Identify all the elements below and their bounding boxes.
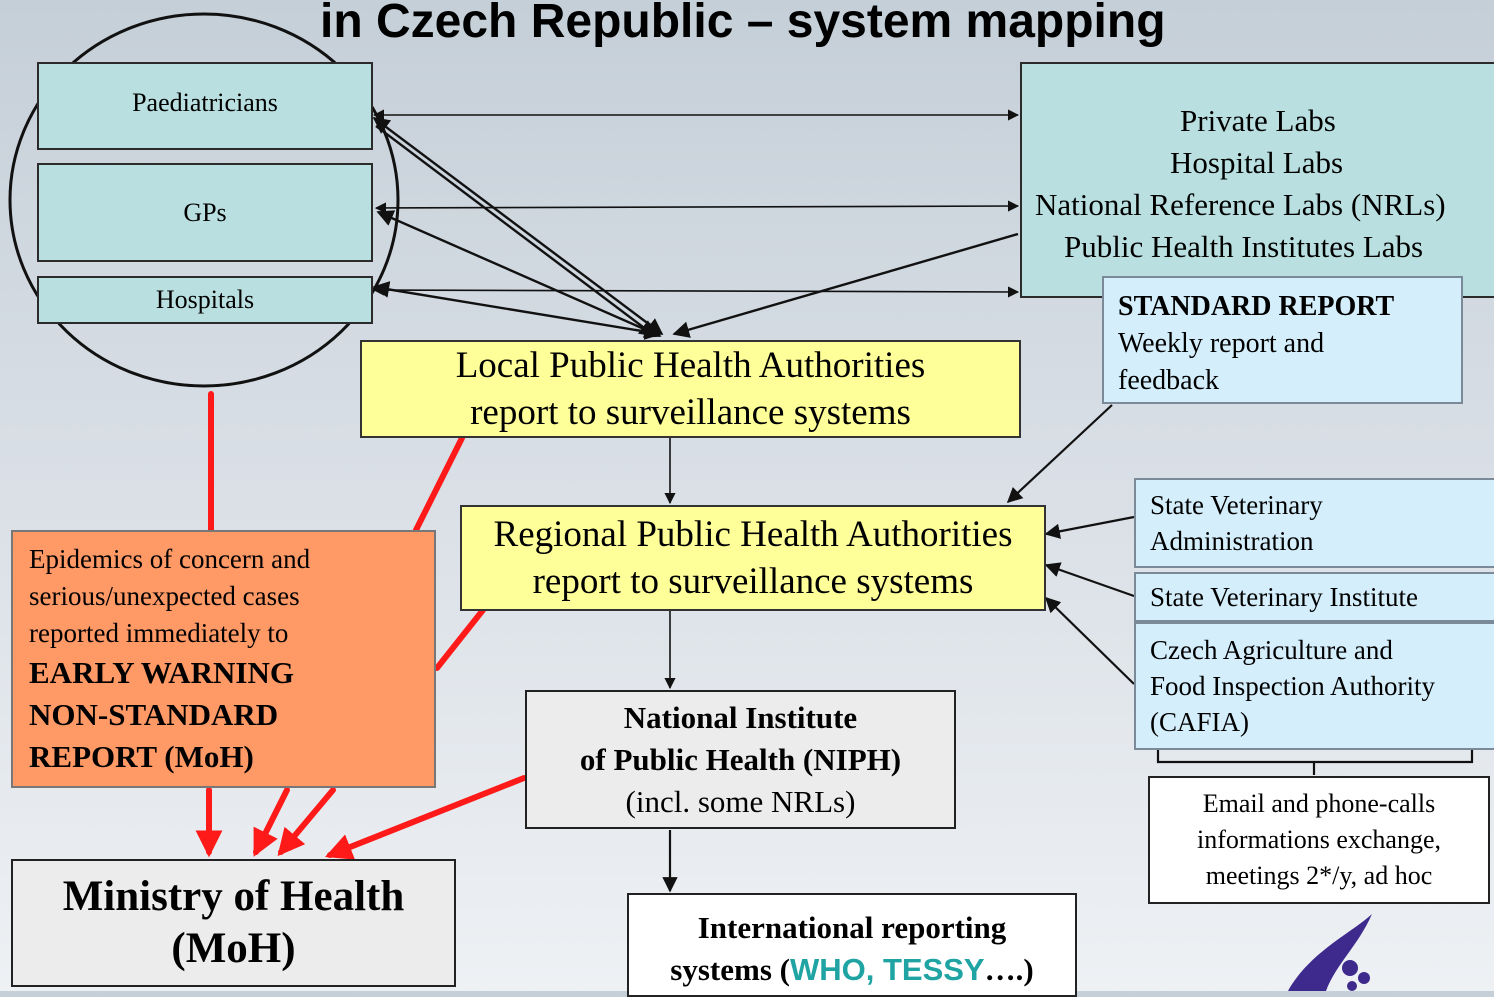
- red-line-local-earlywarning: [413, 435, 465, 533]
- arrow-gps-labs: [374, 200, 1020, 214]
- standard-report-box: STANDARD REPORT Weekly report and feedba…: [1102, 276, 1463, 404]
- standard-report-line-1: Weekly report and: [1118, 328, 1325, 359]
- vet-admin-box: State Veterinary Administration: [1134, 478, 1494, 568]
- arrow-paed2-local: [375, 125, 657, 338]
- cafia-line-2: Food Inspection Authority: [1150, 671, 1435, 701]
- vet-admin-line-1: State Veterinary: [1150, 490, 1323, 520]
- early-warning-bold-2: NON-STANDARD: [29, 696, 279, 732]
- international-suffix: ….): [984, 952, 1034, 987]
- labs-line-phi: Public Health Institutes Labs: [1064, 229, 1424, 264]
- gps-box: GPs: [37, 163, 373, 262]
- paediatricians-box: Paediatricians: [37, 62, 373, 150]
- labs-line-hospital: Hospital Labs: [1170, 145, 1344, 180]
- niph-box: National Institute of Public Health (NIP…: [525, 690, 956, 829]
- standard-report-heading: STANDARD REPORT: [1118, 291, 1395, 322]
- moh-line-1: Ministry of Health: [62, 873, 405, 920]
- logo-dot-2: [1358, 972, 1370, 984]
- cafia-box: Czech Agriculture and Food Inspection Au…: [1134, 622, 1494, 750]
- arrow-standard-report-regional: [1006, 404, 1113, 504]
- local-pha-box: Local Public Health Authorities report t…: [360, 340, 1021, 438]
- international-line-1: International reporting: [697, 910, 1007, 945]
- moh-line-2: (MoH): [171, 925, 296, 972]
- red-line-regional-earlywarning: [434, 607, 486, 671]
- labs-box: Private Labs Hospital Labs National Refe…: [1020, 62, 1494, 298]
- gps-label: GPs: [183, 197, 227, 227]
- niph-line-3: (incl. some NRLs): [625, 783, 856, 819]
- logo-swoosh: [1288, 914, 1372, 991]
- arrow-vet-institute-regional: [1044, 562, 1135, 598]
- early-warning-line-3: reported immediately to: [29, 617, 289, 648]
- niph-line-2: of Public Health (NIPH): [579, 741, 902, 777]
- labs-line-nrl: National Reference Labs (NRLs): [1035, 187, 1446, 222]
- regional-pha-box: Regional Public Health Authorities repor…: [460, 505, 1046, 611]
- arrow-vet-admin-regional: [1044, 515, 1135, 539]
- vet-institute-box: State Veterinary Institute: [1134, 572, 1494, 622]
- red-arrow-earlywarning-moh-2: [253, 787, 290, 857]
- early-warning-bold-1: EARLY WARNING: [29, 654, 294, 690]
- niph-line-1: National Institute: [623, 699, 858, 735]
- arrow-paediatricians-local: [372, 116, 664, 336]
- vet-admin-line-2: Administration: [1150, 526, 1314, 556]
- red-arrow-niph-moh: [324, 775, 527, 860]
- hospitals-box: Hospitals: [37, 276, 373, 324]
- exchange-line-2: informations exchange,: [1196, 825, 1442, 854]
- hospitals-label: Hospitals: [155, 285, 255, 314]
- exchange-line-3: meetings 2*/y, ad hoc: [1205, 861, 1433, 890]
- page-title: in Czech Republic – system mapping: [320, 0, 1166, 48]
- labs-line-private: Private Labs: [1180, 103, 1336, 138]
- logo-dot-1: [1342, 960, 1358, 976]
- arrow-gps-local: [376, 210, 662, 338]
- international-box: International reporting systems (WHO, TE…: [627, 893, 1077, 997]
- cafia-line-1: Czech Agriculture and: [1150, 635, 1393, 665]
- moh-box: Ministry of Health (MoH): [11, 859, 456, 987]
- standard-report-line-2: feedback: [1118, 365, 1220, 396]
- international-line-2: systems (WHO, TESSY….): [670, 949, 1033, 991]
- early-warning-line-2: serious/unexpected cases: [29, 580, 300, 611]
- early-warning-line-1: Epidemics of concern and: [29, 543, 311, 574]
- arrow-hospitals-local: [372, 281, 662, 340]
- arrow-cafia-regional: [1044, 596, 1135, 685]
- paediatricians-label: Paediatricians: [132, 88, 278, 117]
- exchange-line-1: Email and phone-calls: [1202, 789, 1436, 818]
- international-highlight: WHO, TESSY: [789, 952, 985, 987]
- local-pha-line-2: report to surveillance systems: [470, 392, 911, 433]
- early-warning-box: Epidemics of concern and serious/unexpec…: [11, 530, 436, 788]
- exchange-box: Email and phone-calls informations excha…: [1148, 776, 1490, 904]
- regional-pha-line-1: Regional Public Health Authorities: [493, 514, 1013, 555]
- vet-institute-label: State Veterinary Institute: [1150, 581, 1418, 612]
- local-pha-line-1: Local Public Health Authorities: [455, 345, 926, 386]
- international-prefix: systems (: [670, 952, 790, 987]
- logo-dot-3: [1347, 981, 1357, 991]
- veterinary-brace: [1156, 748, 1474, 775]
- arrow-labs-local: [672, 232, 1019, 338]
- red-arrow-earlywarning-moh-3: [277, 787, 336, 857]
- institute-logo: [1288, 914, 1372, 991]
- early-warning-bold-3: REPORT (MoH): [29, 738, 254, 774]
- cafia-line-3: (CAFIA): [1150, 707, 1249, 737]
- regional-pha-line-2: report to surveillance systems: [532, 561, 974, 602]
- arrow-hospitals-labs: [372, 284, 1020, 298]
